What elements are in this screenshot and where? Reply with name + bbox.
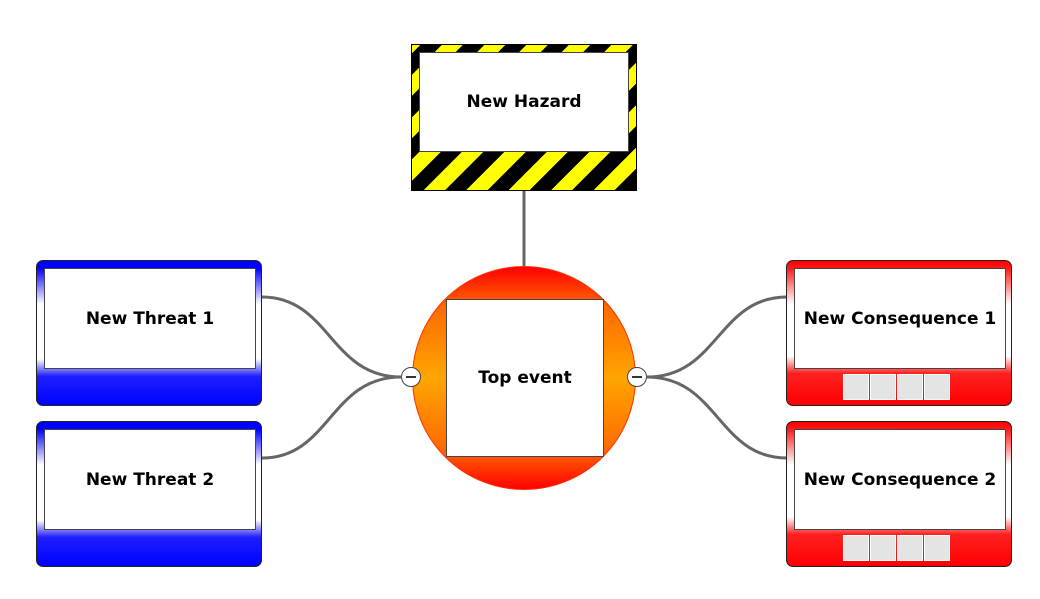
barrier-slot[interactable] <box>843 374 869 400</box>
consequence-2-connector <box>646 375 788 460</box>
consequence-label: New Consequence 2 <box>794 429 1006 530</box>
collapse-consequences-button[interactable] <box>627 367 647 387</box>
threat-1-connector <box>261 295 402 379</box>
collapse-threats-button[interactable] <box>401 367 421 387</box>
threat-label: New Threat 1 <box>44 268 256 369</box>
threat-label: New Threat 2 <box>44 429 256 530</box>
minus-icon <box>406 376 416 378</box>
consequence-label: New Consequence 1 <box>794 268 1006 369</box>
barrier-slot[interactable] <box>897 535 923 561</box>
consequence-node-1[interactable]: New Consequence 1 <box>786 260 1012 406</box>
consequence-1-connector <box>646 295 788 379</box>
barrier-slot[interactable] <box>870 374 896 400</box>
threat-node-2[interactable]: New Threat 2 <box>36 421 262 567</box>
hazard-node[interactable]: New Hazard <box>411 44 637 191</box>
top-event-node[interactable]: Top event <box>412 266 636 490</box>
consequence-node-2[interactable]: New Consequence 2 <box>786 421 1012 567</box>
threat-2-connector <box>261 375 402 460</box>
barrier-slot[interactable] <box>924 374 950 400</box>
top-event-label: Top event <box>446 299 604 457</box>
barrier-slot[interactable] <box>897 374 923 400</box>
hazard-label: New Hazard <box>419 52 629 152</box>
threat-node-1[interactable]: New Threat 1 <box>36 260 262 406</box>
barrier-slot[interactable] <box>870 535 896 561</box>
barrier-slot[interactable] <box>843 535 869 561</box>
barrier-slot[interactable] <box>924 535 950 561</box>
minus-icon <box>632 376 642 378</box>
